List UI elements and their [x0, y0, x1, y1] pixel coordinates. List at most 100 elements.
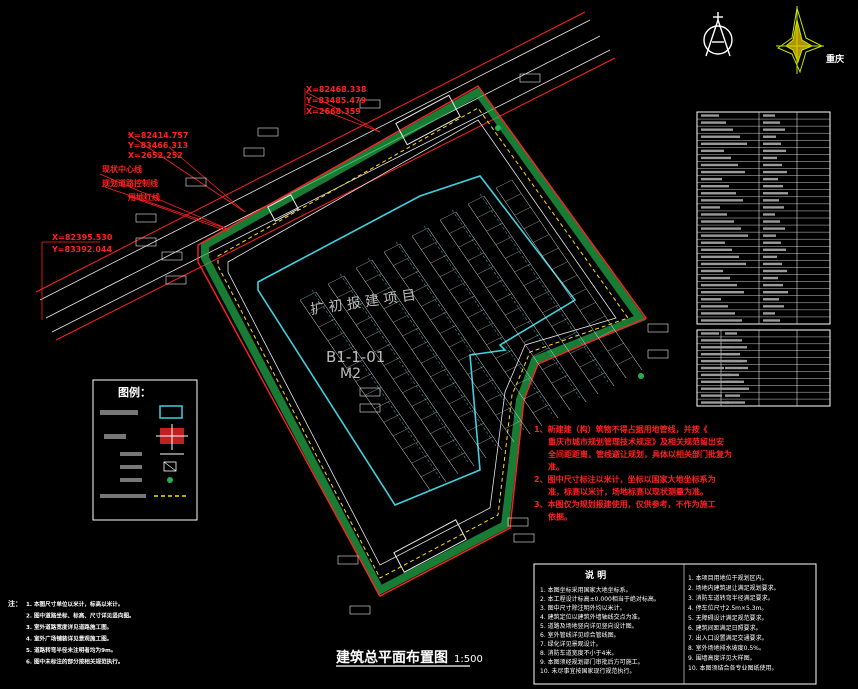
main-building-outline [257, 175, 577, 506]
explain-left-line: 4. 建筑定位以建筑外墙轴线交点为准。 [540, 613, 644, 621]
note-line: 6. 图中未标注的部分按相关规范执行。 [26, 658, 123, 666]
note-line: 5. 道路转弯半径未注明者均为9m。 [26, 646, 116, 654]
red-note-line: 依据。 [548, 512, 572, 522]
drawing-title: 建筑总平面布置图 [336, 649, 448, 666]
explain-right-line: 10. 本图须结合各专业图纸使用。 [688, 664, 777, 672]
internal-road-yellow [217, 107, 629, 579]
grid-column-line [395, 241, 525, 431]
note-line: 3. 室外道路宽度详见道路施工图。 [26, 623, 112, 631]
explain-right-line: 7. 出入口设置满足交通要求。 [688, 634, 768, 642]
guard-house [267, 194, 299, 222]
red-note-line: 准，标高以米计，场地标高以现状测量为准。 [548, 487, 708, 497]
grid-row [495, 179, 643, 379]
explain-right-line: 9. 围墙高度详见大样图。 [688, 654, 756, 662]
explain-left-line: 6. 室外管线详见综合管线图。 [540, 631, 620, 639]
legend-label-bar [120, 465, 142, 469]
callout-x1b: X=2652.252 [128, 151, 183, 160]
grid-row [299, 291, 447, 491]
explain-right-line: 5. 无障碍设计满足规范要求。 [688, 614, 768, 622]
legend-title: 图例： [118, 385, 151, 399]
bottom-notes: 注： 1. 本图尺寸单位以米计，标高以米计。 2. 图中道路坐标、标高、尺寸详见竖向… [8, 599, 135, 666]
red-note-line: 重庆市城市规划管理技术规定》及相关规范留出安 [548, 437, 724, 447]
explain-right-line: 1. 本项目用地位于规划区内。 [688, 574, 768, 582]
wind-rose-place: 重庆 [826, 53, 844, 65]
grid-column-line [479, 193, 609, 383]
callout-x2b: X=2668.359 [306, 107, 361, 116]
grid-row [467, 195, 615, 395]
gate-building [395, 94, 461, 146]
building-grid-rows [299, 179, 643, 491]
red-note-line: 3、本图仅为规划报建使用，仅供参考，不作为施工 [534, 499, 716, 509]
road-red-lines [35, 11, 616, 341]
callout-leaders [41, 88, 381, 320]
grid-row [439, 211, 587, 411]
callout-x1: X=82414.757 [128, 131, 188, 140]
note-line: 4. 室外广场铺装详见景观施工图。 [26, 635, 112, 643]
grid-column-line [451, 209, 581, 399]
economic-table [696, 111, 831, 325]
explain-right-line: 4. 停车位尺寸2.5m×5.3m。 [688, 604, 767, 612]
wind-rose-icon [776, 6, 824, 74]
legend-label-bar [104, 434, 126, 439]
explain-right-line: 6. 建筑间距满足日照要求。 [688, 624, 762, 632]
red-note-line: 准。 [548, 462, 564, 472]
callout-x3: X=82395.530 [52, 233, 113, 242]
callout-redline: 用地红线 [127, 192, 160, 202]
explain-left-line: 5. 道路及场地竖向详见竖向设计图。 [540, 622, 638, 630]
survey-point [495, 125, 501, 131]
grid-row [383, 243, 531, 443]
callout-y2: Y=83485.479 [305, 96, 367, 105]
note-line: 2. 图中道路坐标、标高、尺寸详见竖向图。 [26, 612, 135, 620]
explain-left-line: 1. 本图坐标采用国家大地坐标系。 [540, 586, 632, 594]
explain-left-line: 9. 本图须经规划部门审批后方可施工。 [540, 658, 644, 666]
red-note-line: 1、新建建（构）筑物不得占据用地管线，并按《 [534, 424, 708, 434]
area-table [696, 329, 831, 407]
legend-panel: 图例： [92, 379, 198, 521]
notes-prefix: 注： [8, 599, 22, 608]
red-note-line: 2、图中尺寸标注以米计，坐标以国家大地坐标系为 [534, 474, 716, 484]
callout-y3: Y=83392.044 [51, 245, 113, 254]
block-sub: M2 [340, 366, 361, 382]
block-code: B1-1-01 [326, 348, 385, 366]
explain-left-line: 7. 绿化详见景观设计。 [540, 640, 602, 648]
survey-point [638, 373, 644, 379]
grid-column-line [423, 225, 553, 415]
internal-road-white [227, 119, 617, 566]
grid-row [411, 227, 559, 427]
legend-label-bar [100, 494, 146, 498]
drawing-scale: 1:500 [454, 654, 483, 665]
legend-label-bar [100, 410, 138, 415]
legend-box-icon [163, 461, 177, 472]
north-arrow-icon [703, 12, 733, 57]
explain-left-line: 2. 本工程设计标高±0.000相当于绝对标高。 [540, 595, 660, 603]
explain-panel: 说 明 1. 本图坐标采用国家大地坐标系。2. 本工程设计标高±0.000相当于… [533, 563, 817, 685]
explain-right-line: 8. 室外场地排水坡度0.5%。 [688, 644, 765, 652]
legend-tree-icon [167, 477, 173, 483]
explain-left-line: 3. 图中尺寸除注明外均以米计。 [540, 604, 626, 612]
grid-row [355, 259, 503, 459]
site-boundary-green [201, 86, 647, 596]
site-label: 扩 初 报 建 项 目 [309, 286, 417, 318]
grid-row [327, 275, 475, 475]
red-notes: 1、新建建（构）筑物不得占据用地管线，并按《重庆市城市规划管理技术规定》及相关规… [534, 424, 732, 522]
legend-label-bar [120, 478, 142, 482]
explain-title: 说 明 [585, 569, 606, 581]
explain-left-line: 10. 未尽事宜按国家现行规范执行。 [540, 667, 635, 675]
legend-building-swatch [159, 405, 183, 419]
legend-label-bar [120, 452, 142, 456]
callout-road-control: 规划道路控制线 [102, 178, 158, 188]
explain-left-line: 8. 消防车道宽度不小于4米。 [540, 649, 617, 657]
callout-y1: Y=83466.313 [127, 141, 188, 150]
bottom-entrance [393, 519, 467, 573]
legend-cross-icon [156, 424, 188, 450]
explain-right-line: 2. 场地内建筑退让满足规划要求。 [688, 584, 780, 592]
coordinate-tags [135, 73, 669, 615]
grid-column-line [339, 273, 469, 463]
red-note-line: 全间距距离，管线避让规划，具体以相关部门批复为 [547, 449, 732, 459]
explain-right-line: 3. 消防车道转弯半径满足要求。 [688, 594, 774, 602]
note-line: 1. 本图尺寸单位以米计，标高以米计。 [26, 600, 123, 608]
grid-column-line [311, 289, 441, 479]
grid-column-line [367, 257, 497, 447]
